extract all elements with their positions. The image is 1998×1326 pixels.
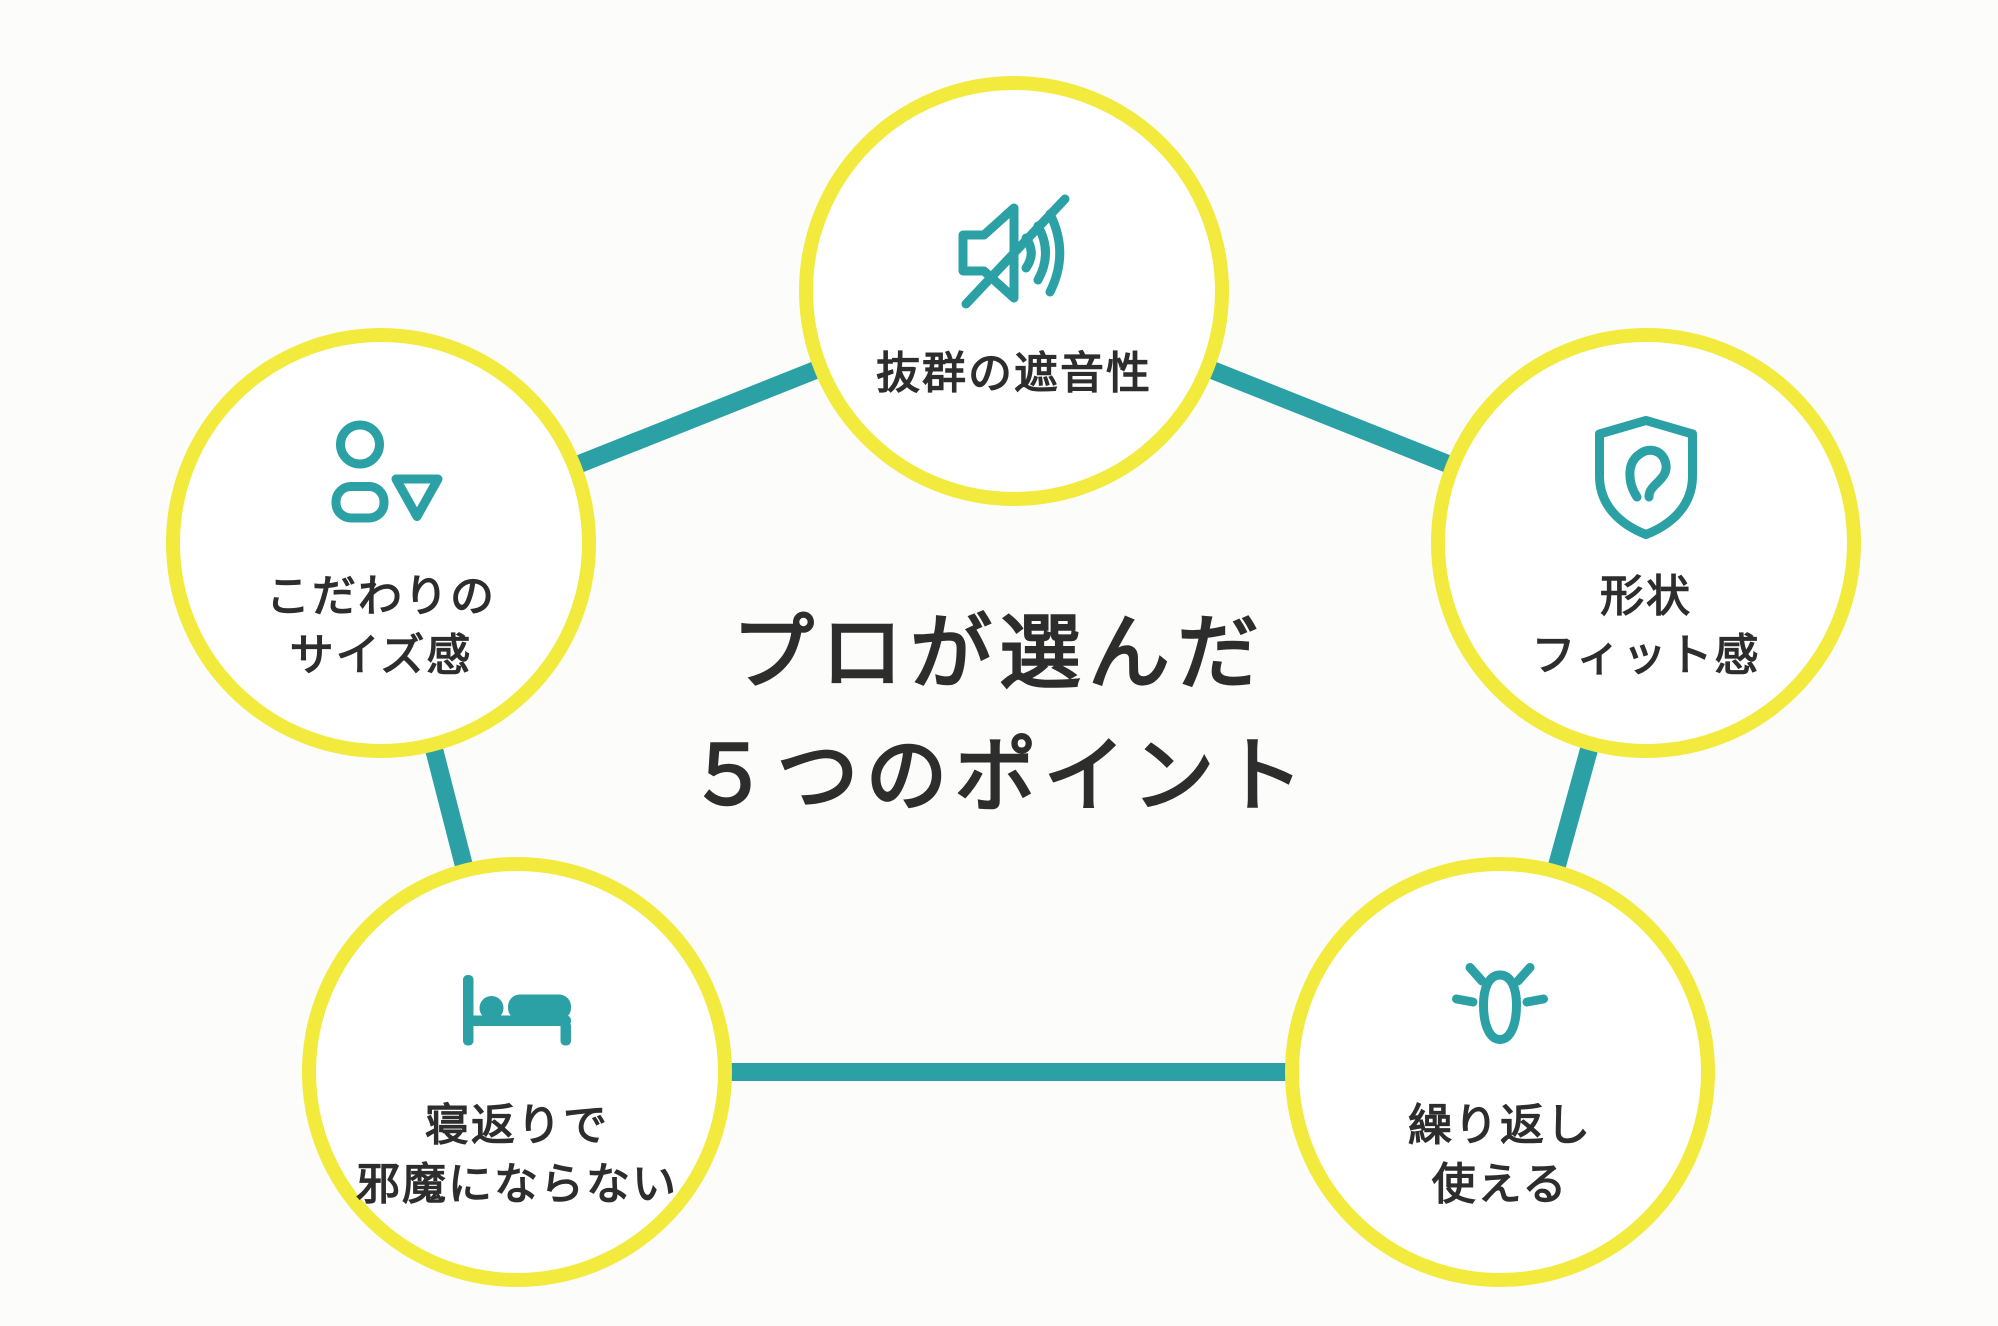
- label-line: フィット感: [1531, 630, 1761, 681]
- label-line: 寝返りで: [425, 1099, 609, 1151]
- label-line: 形状: [1600, 570, 1692, 622]
- muted-speaker-icon: [958, 194, 1070, 309]
- node-reusable: 繰り返し 使える: [1285, 857, 1715, 1287]
- label-line: こだわりの: [266, 570, 496, 622]
- node-sleep: 寝返りで 邪魔にならない: [302, 857, 732, 1287]
- label-line: 使える: [1431, 1159, 1569, 1210]
- label-line: 邪魔にならない: [356, 1159, 678, 1210]
- node-sound-insulation: 抜群の遮音性: [799, 76, 1229, 506]
- ear-fit-shield-icon: [1595, 415, 1697, 539]
- label-line: 繰り返し: [1408, 1099, 1592, 1151]
- node-label: 抜群の遮音性: [876, 344, 1152, 403]
- node-label: 寝返りで 邪魔にならない: [356, 1096, 678, 1215]
- label-line: 抜群の遮音性: [876, 348, 1152, 400]
- title-line-2: ５つのポイント: [687, 729, 1311, 824]
- node-label: 繰り返し 使える: [1408, 1096, 1592, 1215]
- label-line: サイズ感: [289, 630, 473, 681]
- node-label: 形状 フィット感: [1531, 567, 1760, 686]
- node-label: こだわりの サイズ感: [266, 567, 496, 686]
- person-size-icon: [331, 420, 443, 523]
- earplug-icon: [1452, 962, 1548, 1044]
- diagram-title: プロが選んだ ５つのポイント: [0, 592, 1998, 838]
- bed-sleep-icon: [463, 974, 571, 1046]
- title-line-1: プロが選んだ: [731, 606, 1266, 701]
- node-shape-fit: 形状 フィット感: [1431, 328, 1861, 758]
